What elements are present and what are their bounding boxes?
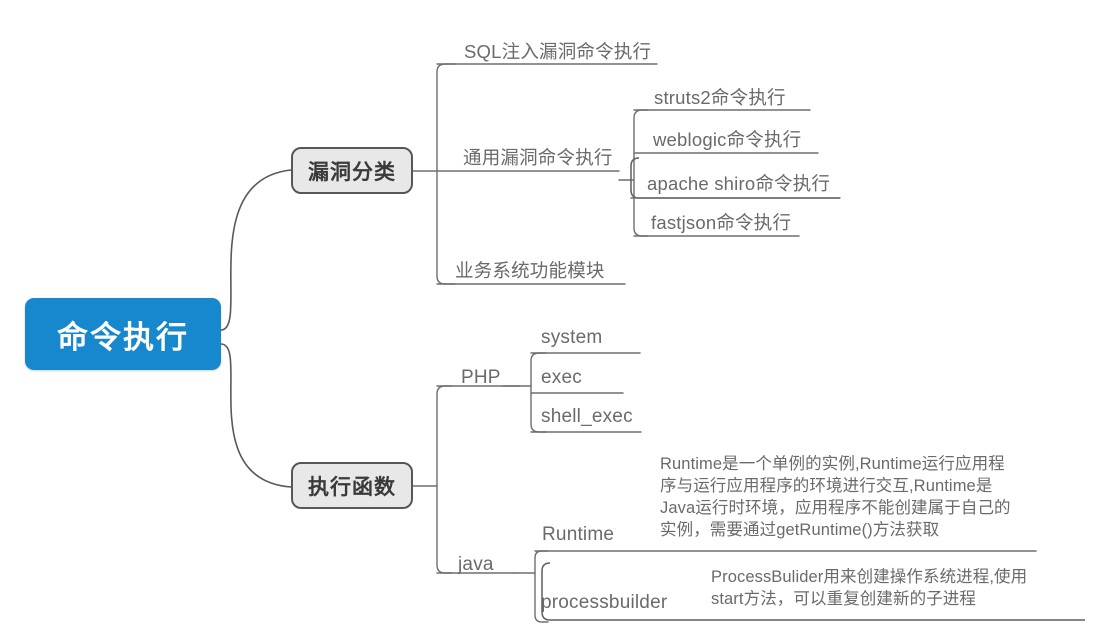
leaf-weblogic[interactable]: weblogic命令执行 [653,129,802,150]
note-processbuilder-description: ProcessBulider用来创建操作系统进程,使用 start方法，可以重复… [711,568,1028,608]
root-node[interactable]: 命令执行 [25,298,221,370]
leaf-fastjson[interactable]: fastjson命令执行 [651,212,792,233]
leaf-business-module[interactable]: 业务系统功能模块 [455,260,605,281]
branch-node-vuln-label: 漏洞分类 [308,160,396,184]
connector-root-to-func [220,343,292,488]
leaf-java[interactable]: java [458,554,494,575]
branch-node-vulnerability-classification[interactable]: 漏洞分类 [291,147,413,194]
connector-root-to-vuln [220,169,292,331]
leaf-php-exec[interactable]: exec [541,367,582,388]
leaf-general-vulnerability[interactable]: 通用漏洞命令执行 [463,147,613,168]
leaf-php-system[interactable]: system [541,327,603,348]
spine-vuln [436,63,456,285]
leaf-php[interactable]: PHP [461,367,501,388]
leaf-struts2[interactable]: struts2命令执行 [654,87,786,108]
root-node-label: 命令执行 [57,319,189,355]
branch-node-execution-functions[interactable]: 执行函数 [291,462,413,509]
leaf-apache-shiro[interactable]: apache shiro命令执行 [647,173,831,194]
spine-func [436,385,453,574]
leaf-java-processbuilder[interactable]: processbuilder [541,592,668,613]
leaf-php-shell-exec[interactable]: shell_exec [541,406,633,427]
note-runtime-description: Runtime是一个单例的实例,Runtime运行应用程 序与运行应用程序的环境… [660,455,1011,539]
leaf-sql-injection[interactable]: SQL注入漏洞命令执行 [464,41,652,62]
branch-node-func-label: 执行函数 [308,475,396,499]
spine-general-vuln [633,109,649,237]
leaf-java-runtime[interactable]: Runtime [542,524,615,545]
